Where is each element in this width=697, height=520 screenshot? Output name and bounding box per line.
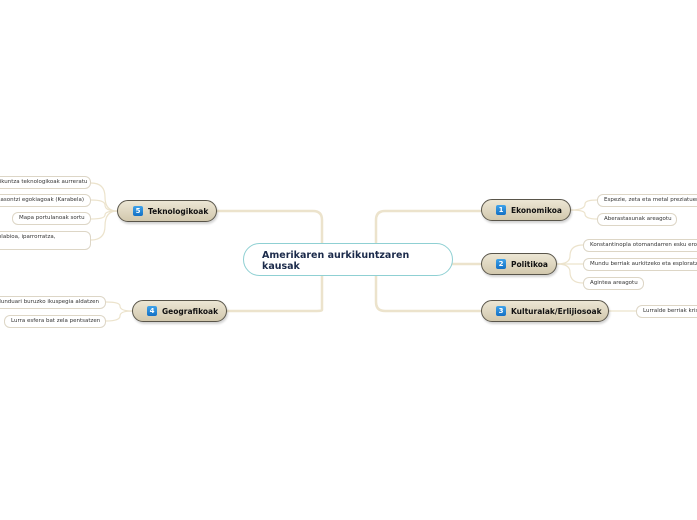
leaf-item[interactable]: Espezie, zeta eta metal preziatuen xyxy=(597,194,697,207)
leaf-item[interactable]: Astrolabioa, iparrorratza, xyxy=(0,231,91,250)
branch-kulturalak[interactable]: 3 Kulturalak/Erlijiosoak xyxy=(481,300,609,322)
branch-label: Politikoa xyxy=(511,259,548,269)
number-badge: 2 xyxy=(496,259,506,269)
number-badge: 1 xyxy=(496,205,506,215)
leaf-item[interactable]: Aberastasunak areagotu xyxy=(597,213,677,226)
number-badge: 5 xyxy=(133,206,143,216)
central-title-line2: kausak xyxy=(262,261,300,272)
branch-politikoa[interactable]: 2 Politikoa xyxy=(481,253,557,275)
leaf-item[interactable]: Lurra esfera bat zela pentsatzen xyxy=(4,315,106,328)
branch-teknologikoak[interactable]: 5 Teknologikoak xyxy=(117,200,217,222)
leaf-item[interactable]: Munduari buruzko ikuspegia aldatzen xyxy=(0,296,106,309)
leaf-item[interactable]: Agintea areagotu xyxy=(583,277,644,290)
leaf-item[interactable]: Mapa portulanoak sortu xyxy=(12,212,91,225)
branch-label: Teknologikoak xyxy=(148,206,209,216)
branch-label: Ekonomikoa xyxy=(511,205,562,215)
number-badge: 4 xyxy=(147,306,157,316)
leaf-item[interactable]: Konstantinopla otomandarren esku erorta xyxy=(583,239,697,252)
leaf-item[interactable]: Lurralde berriak kristautu xyxy=(636,305,697,318)
central-topic[interactable]: Amerikaren aurkikuntzaren kausak xyxy=(243,243,453,276)
branch-label: Geografikoak xyxy=(162,306,219,316)
branch-label: Kulturalak/Erlijiosoak xyxy=(511,306,602,316)
central-title-line1: Amerikaren aurkikuntzaren xyxy=(262,250,410,261)
number-badge: 3 xyxy=(496,306,506,316)
branch-geografikoak[interactable]: 4 Geografikoak xyxy=(132,300,227,322)
branch-ekonomikoa[interactable]: 1 Ekonomikoa xyxy=(481,199,571,221)
leaf-item[interactable]: Mundu berriak aurkitzeko eta esploratzek… xyxy=(583,258,697,271)
leaf-item[interactable]: Aurkikuntza teknologikoak aurreratu xyxy=(0,176,91,189)
leaf-item[interactable]: Itsasontzi egokiagoak (Karabela) xyxy=(0,194,91,207)
